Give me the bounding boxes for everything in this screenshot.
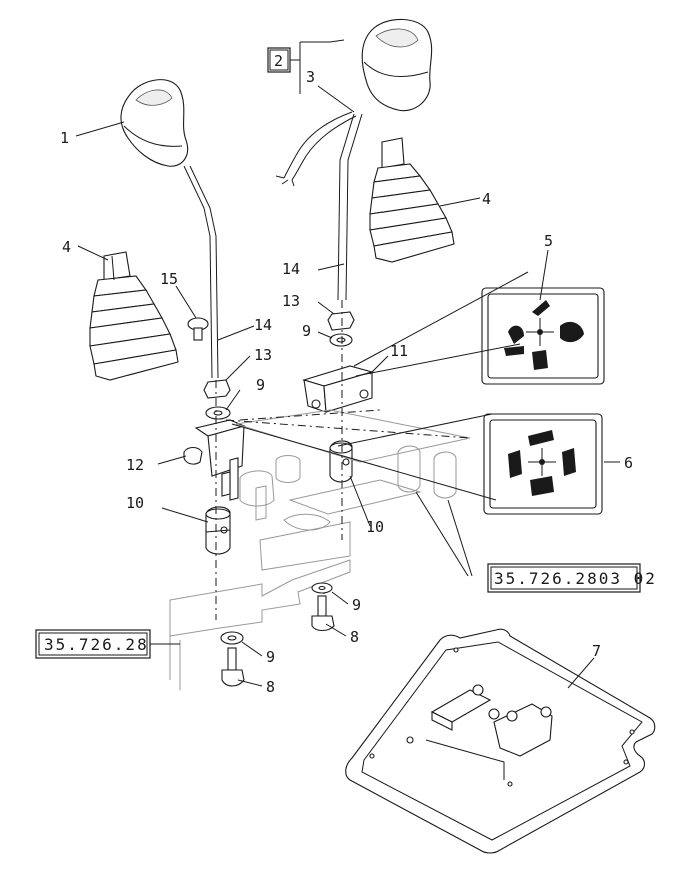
reference-box-right: 35.726.2803 02 (487, 563, 657, 593)
reference-right: 35.726.2803 02 (494, 569, 657, 588)
leader-lines (75, 39, 620, 689)
right-washer-9-lower (311, 582, 333, 594)
left-bracket-12 (183, 419, 246, 501)
decal-5 (481, 287, 605, 385)
right-screw-8 (311, 595, 335, 632)
callout-4-left: 4 (62, 238, 71, 256)
left-washer-9 (205, 406, 231, 420)
left-washer-9-lower (220, 631, 244, 645)
reference-box-left: 35.726.28 (35, 629, 151, 659)
callout-1: 1 (60, 129, 69, 147)
left-lever-rod (183, 165, 219, 379)
callout-8-right: 8 (350, 628, 359, 646)
assembly-center-lines (215, 300, 471, 620)
floor-plate-7 (345, 628, 656, 854)
left-universal-joint-10 (205, 506, 231, 555)
decal-5-symbols (504, 300, 584, 370)
callout-12: 12 (126, 456, 144, 474)
callout-9-lower-right: 9 (352, 596, 361, 614)
ghost-mounting-structure (169, 409, 471, 690)
right-joystick-knob (361, 18, 433, 112)
callout-9-upper-left: 9 (256, 376, 265, 394)
left-joystick-knob (120, 79, 188, 167)
left-nut-13 (203, 379, 231, 399)
knob-wires (275, 111, 357, 187)
callout-5: 5 (544, 232, 553, 250)
callout-15: 15 (160, 270, 178, 288)
callout-14-right: 14 (282, 260, 300, 278)
callout-13-left: 13 (254, 346, 272, 364)
screw-part-15 (187, 317, 209, 341)
callout-7: 7 (592, 642, 601, 660)
decal-6 (483, 413, 603, 515)
right-nut-13 (327, 311, 355, 331)
decal-6-symbols (508, 430, 576, 496)
callout-11: 11 (390, 342, 408, 360)
right-lever-rod (337, 113, 363, 301)
right-universal-joint-10 (329, 440, 353, 483)
boxed-callout-2: 2 (267, 47, 300, 73)
left-rubber-boot (89, 251, 179, 381)
right-washer-9 (329, 333, 353, 347)
left-screw-8 (221, 647, 245, 687)
callout-4-right: 4 (482, 190, 491, 208)
right-rubber-boot (369, 137, 455, 263)
callout-6: 6 (624, 454, 633, 472)
reference-left: 35.726.28 (44, 635, 149, 654)
callout-labels: 1 3 4 4 5 6 7 8 8 9 9 9 9 10 10 11 12 13… (60, 68, 633, 696)
callout-2: 2 (274, 52, 283, 70)
callout-10-right: 10 (366, 518, 384, 536)
callout-13-right: 13 (282, 292, 300, 310)
callout-14-left: 14 (254, 316, 272, 334)
callout-8-left: 8 (266, 678, 275, 696)
right-bracket-11 (302, 365, 375, 413)
callout-3: 3 (306, 68, 315, 86)
callout-10-left: 10 (126, 494, 144, 512)
callout-9-lower-left: 9 (266, 648, 275, 666)
callout-9-upper-right: 9 (302, 322, 311, 340)
